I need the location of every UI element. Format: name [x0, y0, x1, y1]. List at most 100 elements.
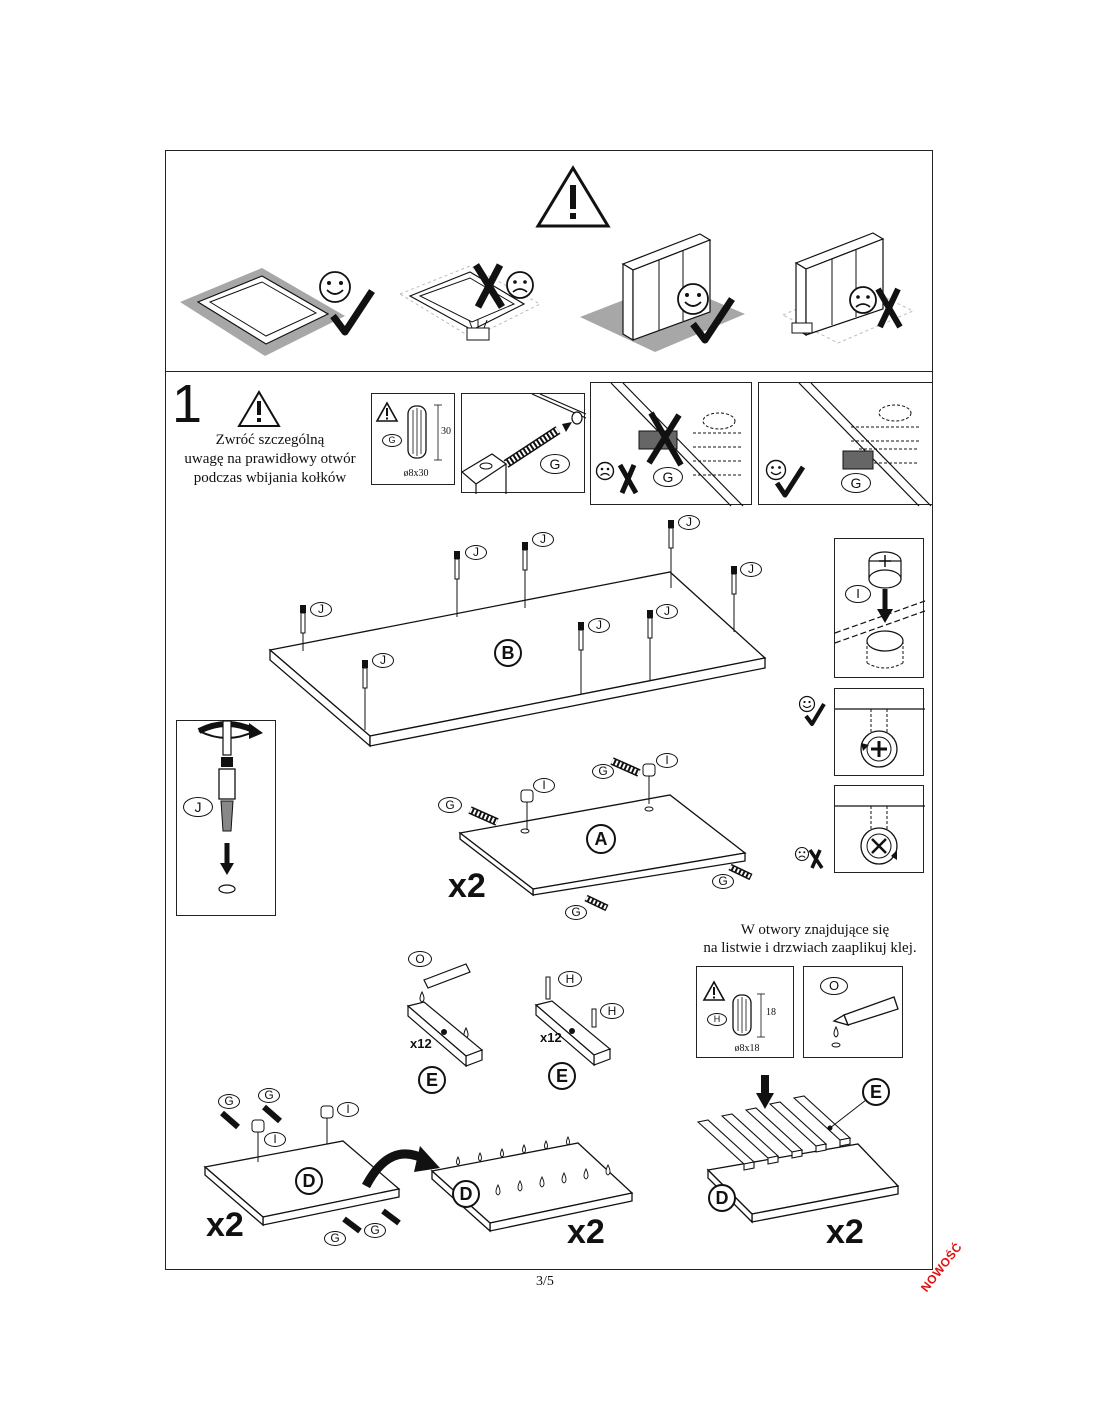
checkmark-icon — [804, 702, 826, 726]
dimension-line — [757, 993, 765, 1038]
part-label-h: H — [707, 1013, 727, 1026]
part-label-g: G — [438, 797, 462, 813]
screw-j-icon — [522, 542, 528, 608]
dowel-g-length: 30 — [441, 426, 451, 437]
part-label-j: J — [588, 618, 610, 633]
cam-i-icon — [320, 1105, 334, 1144]
part-label-j: J — [532, 532, 554, 547]
warning-triangle-icon — [237, 390, 281, 427]
dowel-h-length: 18 — [766, 1007, 776, 1018]
cross-icon — [473, 263, 505, 309]
warning-triangle-icon — [535, 165, 611, 228]
instruction-frame — [165, 150, 933, 1270]
dowel-g-icon — [381, 1208, 401, 1226]
dowel-insert-box: G — [460, 393, 587, 494]
glue-tube-box: O — [803, 966, 903, 1058]
smiley-happy-icon — [319, 271, 351, 303]
dowel-g-icon — [584, 894, 609, 912]
dimension-line — [434, 404, 442, 461]
part-label-i: I — [656, 753, 678, 768]
dowel-g-icon — [468, 806, 499, 826]
part-label-i: I — [264, 1132, 286, 1147]
part-label-j: J — [183, 797, 213, 817]
page-number: 3/5 — [536, 1274, 554, 1289]
quantity-x2-d-left: x2 — [206, 1206, 244, 1244]
part-label-g: G — [258, 1088, 280, 1103]
part-label-g: G — [592, 764, 614, 779]
part-label-g: G — [382, 434, 402, 447]
checkmark-icon — [690, 297, 735, 344]
part-label-h: H — [600, 1003, 624, 1019]
dowel-h-spec-box: H 18 ø8x18 — [696, 966, 794, 1058]
part-label-g: G — [218, 1094, 240, 1109]
rotate-arrow-icon — [362, 1146, 440, 1189]
dowel-g-icon — [728, 863, 753, 881]
dowel-g-spec-box: G 30 ø8x30 — [371, 393, 455, 485]
dowel-wrong-box: G — [590, 382, 752, 507]
cam-correct-box — [834, 688, 925, 776]
quantity-x12-dowels: x12 — [540, 1030, 562, 1045]
screw-j-icon — [578, 622, 584, 694]
screw-j-icon — [647, 610, 653, 680]
cam-correct-illustration — [835, 708, 925, 768]
smiley-happy-icon — [798, 695, 816, 713]
part-label-h: H — [558, 971, 582, 987]
part-label-b: B — [494, 639, 522, 667]
dowel-icon — [732, 994, 752, 1036]
screw-j-icon — [668, 520, 674, 588]
part-label-g: G — [364, 1223, 386, 1238]
part-label-a: A — [586, 824, 616, 854]
dowel-g-icon — [342, 1216, 362, 1234]
dowel-g-icon — [610, 757, 641, 777]
smiley-sad-icon — [794, 846, 810, 862]
scene-panel-on-floor-bad — [398, 265, 542, 341]
part-label-d: D — [452, 1180, 480, 1208]
step-number: 1 — [172, 374, 203, 434]
glue-instruction-line-1: W otwory znajdujące się — [740, 922, 890, 938]
part-label-i: I — [533, 778, 555, 793]
checkmark-icon — [330, 289, 375, 336]
cam-wrong-box — [834, 785, 925, 873]
dowel-icon — [407, 405, 427, 459]
part-label-e: E — [418, 1066, 446, 1094]
part-label-d: D — [295, 1167, 323, 1195]
warning-triangle-icon — [702, 980, 726, 1001]
cross-icon — [617, 463, 639, 495]
dowel-warning-line-1: Zwróć szczególną — [215, 432, 325, 448]
scene-panel-on-mat-ok — [180, 268, 345, 356]
dowel-g-icon — [220, 1110, 240, 1130]
smiley-sad-icon — [506, 271, 534, 299]
cam-i-icon — [642, 763, 656, 804]
quantity-x2-d-right: x2 — [826, 1213, 864, 1251]
part-label-i: I — [845, 585, 871, 603]
cross-icon — [875, 287, 903, 329]
part-label-j: J — [372, 653, 394, 668]
screw-j-icon — [454, 551, 460, 617]
dowel-correct-illustration — [798, 382, 932, 507]
checkmark-icon — [774, 465, 806, 498]
dowel-insert-illustration — [460, 393, 587, 494]
quantity-x2-a: x2 — [448, 867, 486, 905]
smiley-happy-icon — [765, 459, 787, 481]
screw-j-detail-box: J — [176, 720, 276, 916]
cam-insert-box: I — [834, 538, 926, 678]
dowel-warning-line-2: uwagę na prawidłowy otwór — [184, 451, 356, 467]
part-label-j: J — [310, 602, 332, 617]
cam-wrong-illustration — [835, 805, 925, 865]
part-label-j: J — [656, 604, 678, 619]
screwdriver-illustration — [197, 720, 263, 894]
screw-j-icon — [731, 566, 737, 632]
part-label-j: J — [678, 515, 700, 530]
part-label-g: G — [540, 454, 570, 474]
quantity-x12-glue: x12 — [410, 1036, 432, 1051]
glue-on-rail-illustration — [406, 963, 484, 1068]
smiley-sad-icon — [849, 286, 877, 314]
part-label-i: I — [337, 1102, 359, 1117]
part-label-o: O — [820, 977, 848, 995]
part-label-e: E — [548, 1062, 576, 1090]
dowel-g-icon — [262, 1104, 282, 1124]
dowel-wrong-illustration — [610, 382, 744, 507]
quantity-x2-d-middle: x2 — [567, 1213, 605, 1251]
part-label-g: G — [565, 905, 587, 920]
dowel-correct-box: G — [758, 382, 933, 507]
